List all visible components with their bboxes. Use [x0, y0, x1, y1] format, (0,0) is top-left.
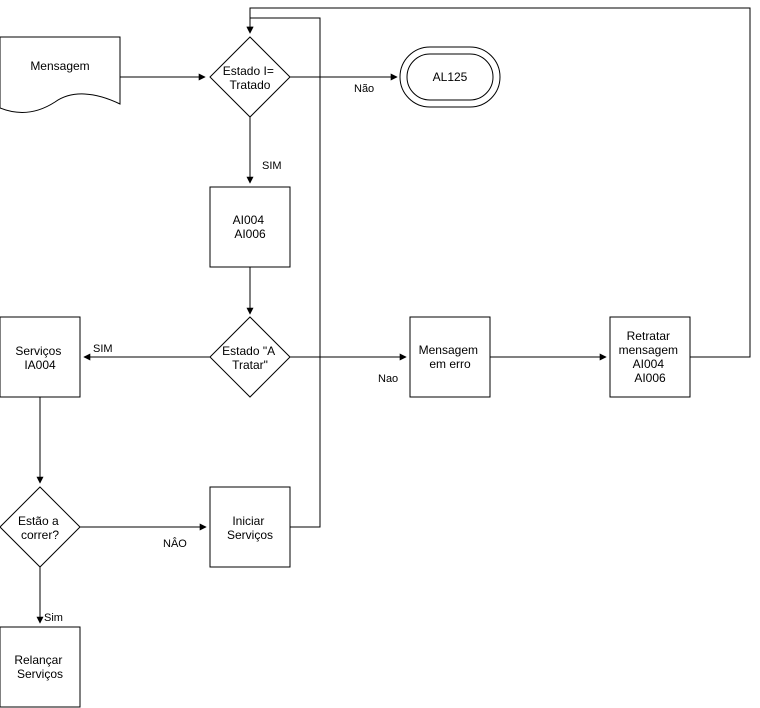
node-estado-a-tratar: Estado "A Tratar" [209, 316, 291, 398]
node-servicos-line-2: IA004 [24, 358, 56, 372]
node-retratar: Retratar mensagem AI004 AI006 [609, 316, 691, 398]
node-ai004-ai006: AI004 AI006 [209, 186, 291, 268]
node-retratar-line-3: AI004 [633, 357, 665, 371]
node-ai004-line-2: AI006 [234, 227, 266, 241]
node-iniciar-servicos: Iniciar Serviços [209, 486, 291, 568]
node-al125: AL125 [399, 46, 501, 108]
node-estado-tratado-line-2: Tratado [230, 78, 271, 92]
svg-text:Retratar mensagem: Retratar mensagem AI004 AI006 [619, 329, 682, 385]
node-estado-a-tratar-line-2: Tratar" [232, 358, 268, 372]
node-retratar-line-4: AI006 [634, 371, 666, 385]
svg-text:Estão a correr?: Estão a correr? [18, 514, 62, 542]
node-mensagem-erro-line-1: Mensagem [419, 343, 478, 357]
node-estado-a-tratar-line-1: Estado "A [222, 344, 275, 358]
node-mensagem-erro: Mensagem em erro [409, 316, 491, 398]
svg-text:AI004 AI006: AI004 AI006 [233, 213, 268, 241]
node-iniciar-line-2: Serviços [227, 528, 273, 542]
svg-text:Serviços IA004: Serviços IA004 [15, 344, 64, 372]
svg-text:Mensagem em erro: Mensagem em erro [419, 343, 482, 371]
node-mensagem-erro-line-2: em erro [429, 357, 471, 371]
node-mensagem-line-1: Mensagem [30, 59, 89, 73]
edge-label-nao-mid: Nao [378, 373, 398, 385]
node-estado-tratado: Estado I= Tratado [209, 36, 291, 118]
svg-text:Relançar Serviços: Relançar Serviços [14, 653, 65, 681]
node-estao-correr-line-1: Estão a [18, 514, 59, 528]
edge-label-sim-2: SIM [93, 343, 113, 355]
edge-retratar-loop-to-estado [246, 7, 751, 358]
svg-text:Iniciar Serviços: Iniciar Serviços [227, 514, 273, 542]
node-estao-correr-line-2: correr? [21, 528, 59, 542]
node-servicos-ia004: Serviços IA004 [0, 316, 81, 398]
edge-iniciar-loop-to-estado [246, 17, 321, 528]
node-ai004-line-1: AI004 [233, 213, 265, 227]
node-retratar-line-1: Retratar [627, 329, 670, 343]
node-mensagem: Mensagem [0, 36, 121, 114]
svg-text:AL125: AL125 [433, 70, 468, 84]
svg-text:Mensagem: Mensagem [30, 59, 89, 73]
node-servicos-line-1: Serviços [15, 344, 61, 358]
edge-label-nao-top: Não [354, 83, 374, 95]
node-estado-tratado-line-1: Estado I= [223, 64, 274, 78]
node-relancar-servicos: Relançar Serviços [0, 626, 81, 708]
node-estao-correr: Estão a correr? [0, 486, 81, 568]
edge-label-nao-bottom: NÂO [163, 537, 187, 550]
node-relancar-line-2: Serviços [17, 667, 63, 681]
svg-text:Estado I= Tratado: Estado I= Tratado [223, 64, 277, 92]
edge-label-sim-bottom: Sim [44, 612, 63, 624]
svg-text:Estado "A Tratar": Estado "A Tratar" [222, 344, 278, 372]
node-retratar-line-2: mensagem [619, 343, 678, 357]
node-iniciar-line-1: Iniciar [232, 514, 264, 528]
node-relancar-line-1: Relançar [14, 653, 62, 667]
edge-label-sim-1: SIM [262, 160, 282, 172]
node-al125-line-1: AL125 [433, 70, 468, 84]
